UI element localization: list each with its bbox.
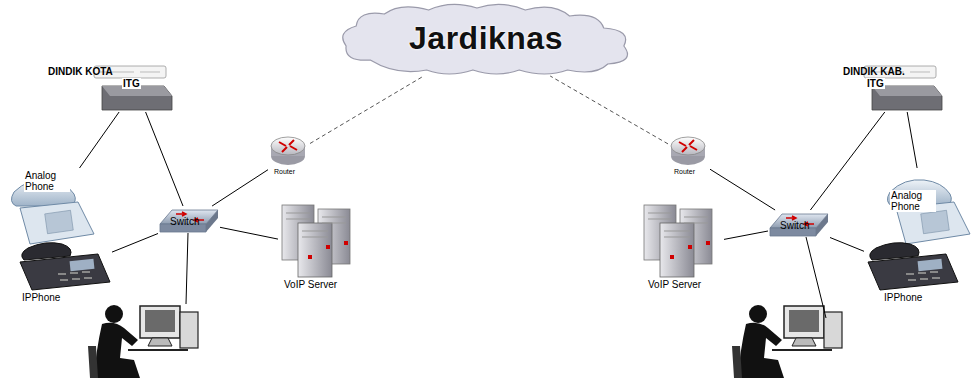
- switch: Switch: [768, 210, 830, 240]
- device-label: VoIP Server: [284, 279, 337, 290]
- icon-part: [887, 180, 970, 244]
- icon-part: [868, 243, 958, 290]
- lan-cable: [710, 169, 775, 210]
- device-label: Switch: [780, 220, 809, 231]
- device-label: Analog Phone: [890, 190, 936, 212]
- lan-cable: [146, 112, 183, 206]
- router: Router: [668, 132, 710, 180]
- device-label: ITG: [866, 78, 885, 89]
- icon-part: [160, 210, 218, 232]
- switch: Switch: [158, 206, 220, 236]
- lan-cable: [80, 112, 120, 168]
- icon-part: [282, 205, 350, 277]
- device-label: Switch: [170, 216, 199, 227]
- analog-phone: Analog Phone: [6, 168, 98, 246]
- icon-part: [671, 137, 705, 165]
- lan-cable: [724, 231, 768, 239]
- lan-cable: [212, 170, 268, 206]
- device-label: IPPhone: [22, 292, 60, 303]
- lan-cable: [907, 112, 917, 168]
- icon-part: [88, 305, 198, 378]
- lan-cable: [220, 227, 278, 239]
- ip-phone: IPPhone: [864, 238, 964, 305]
- analog-phone: Analog Phone: [878, 168, 970, 246]
- ip-phone: IPPhone: [16, 238, 112, 305]
- icon-part: [644, 205, 712, 277]
- device-label: ITG: [122, 78, 141, 89]
- site-label: DINDIK KOTA: [48, 66, 113, 77]
- icon-part: [770, 214, 828, 236]
- device-label: IPPhone: [884, 292, 922, 303]
- voip-server: VoIP Server: [640, 203, 724, 292]
- site-label: DINDIK KAB.: [843, 66, 905, 77]
- device-label: Router: [674, 168, 695, 176]
- device-label: Router: [274, 168, 295, 176]
- cloud-title: Jardiknas: [330, 20, 642, 57]
- icon-part: [271, 137, 305, 165]
- device-label: VoIP Server: [648, 279, 701, 290]
- workstation-wire: [806, 237, 826, 318]
- router: Router: [268, 132, 310, 180]
- voip-server: VoIP Server: [278, 203, 360, 292]
- lan-cable: [810, 112, 884, 210]
- wan-link: [310, 76, 424, 144]
- lan-cable: [830, 238, 864, 252]
- wan-link: [550, 76, 668, 144]
- icon-part: [20, 243, 110, 290]
- cloud-network: Jardiknas: [330, 2, 642, 76]
- workstation-wire: [186, 233, 188, 304]
- device-label: Analog Phone: [24, 170, 70, 192]
- lan-cable: [112, 234, 158, 253]
